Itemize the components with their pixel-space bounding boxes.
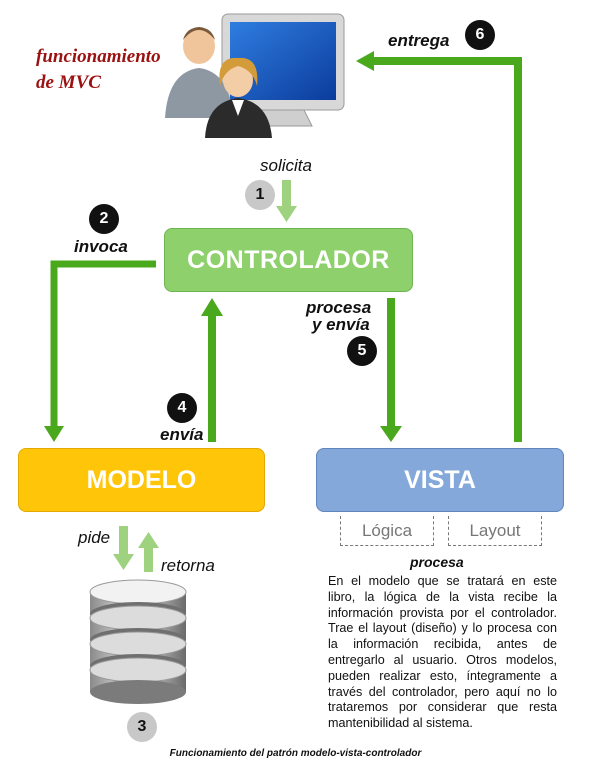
step-4-badge: 4	[167, 393, 197, 423]
label-return: retorna	[161, 556, 215, 575]
arrow-deliver	[356, 51, 522, 442]
label-process-send-1: procesa	[306, 298, 372, 317]
users-computer-illustration	[165, 13, 345, 138]
label-ask: pide	[78, 528, 111, 547]
step-2-badge: 2	[89, 204, 119, 234]
arrow-ask	[113, 526, 134, 570]
diagram-title: funcionamiento de MVC	[36, 44, 186, 96]
arrow-return	[138, 532, 159, 572]
step-5-badge: 5	[347, 336, 377, 366]
label-process: procesa	[410, 554, 464, 570]
database-icon	[89, 579, 187, 704]
step-1-badge: 1	[245, 180, 275, 210]
step-6-badge: 6	[465, 20, 495, 50]
arrow-request	[276, 180, 297, 222]
view-box: VISTA	[316, 448, 564, 512]
label-invoke: invoca	[74, 237, 128, 256]
step-3-badge: 3	[127, 712, 157, 742]
arrow-invoke	[44, 260, 156, 442]
controller-box: CONTROLADOR	[164, 228, 413, 292]
arrow-process-send	[380, 298, 402, 442]
label-request: solicita	[260, 156, 312, 175]
model-box: MODELO	[18, 448, 265, 512]
label-deliver: entrega	[388, 31, 450, 50]
label-send: envía	[160, 425, 204, 444]
title-line-2: de MVC	[36, 72, 101, 93]
label-process-send-2: y envía	[312, 315, 370, 334]
arrow-send-to-controller	[201, 298, 223, 442]
view-layout-part: Layout	[448, 516, 542, 546]
description-text: En el modelo que se tratará en este libr…	[328, 574, 557, 731]
view-logic-part: Lógica	[340, 516, 434, 546]
figure-caption: Funcionamiento del patrón modelo-vista-c…	[169, 748, 422, 759]
title-line-1: funcionamiento	[36, 46, 161, 67]
